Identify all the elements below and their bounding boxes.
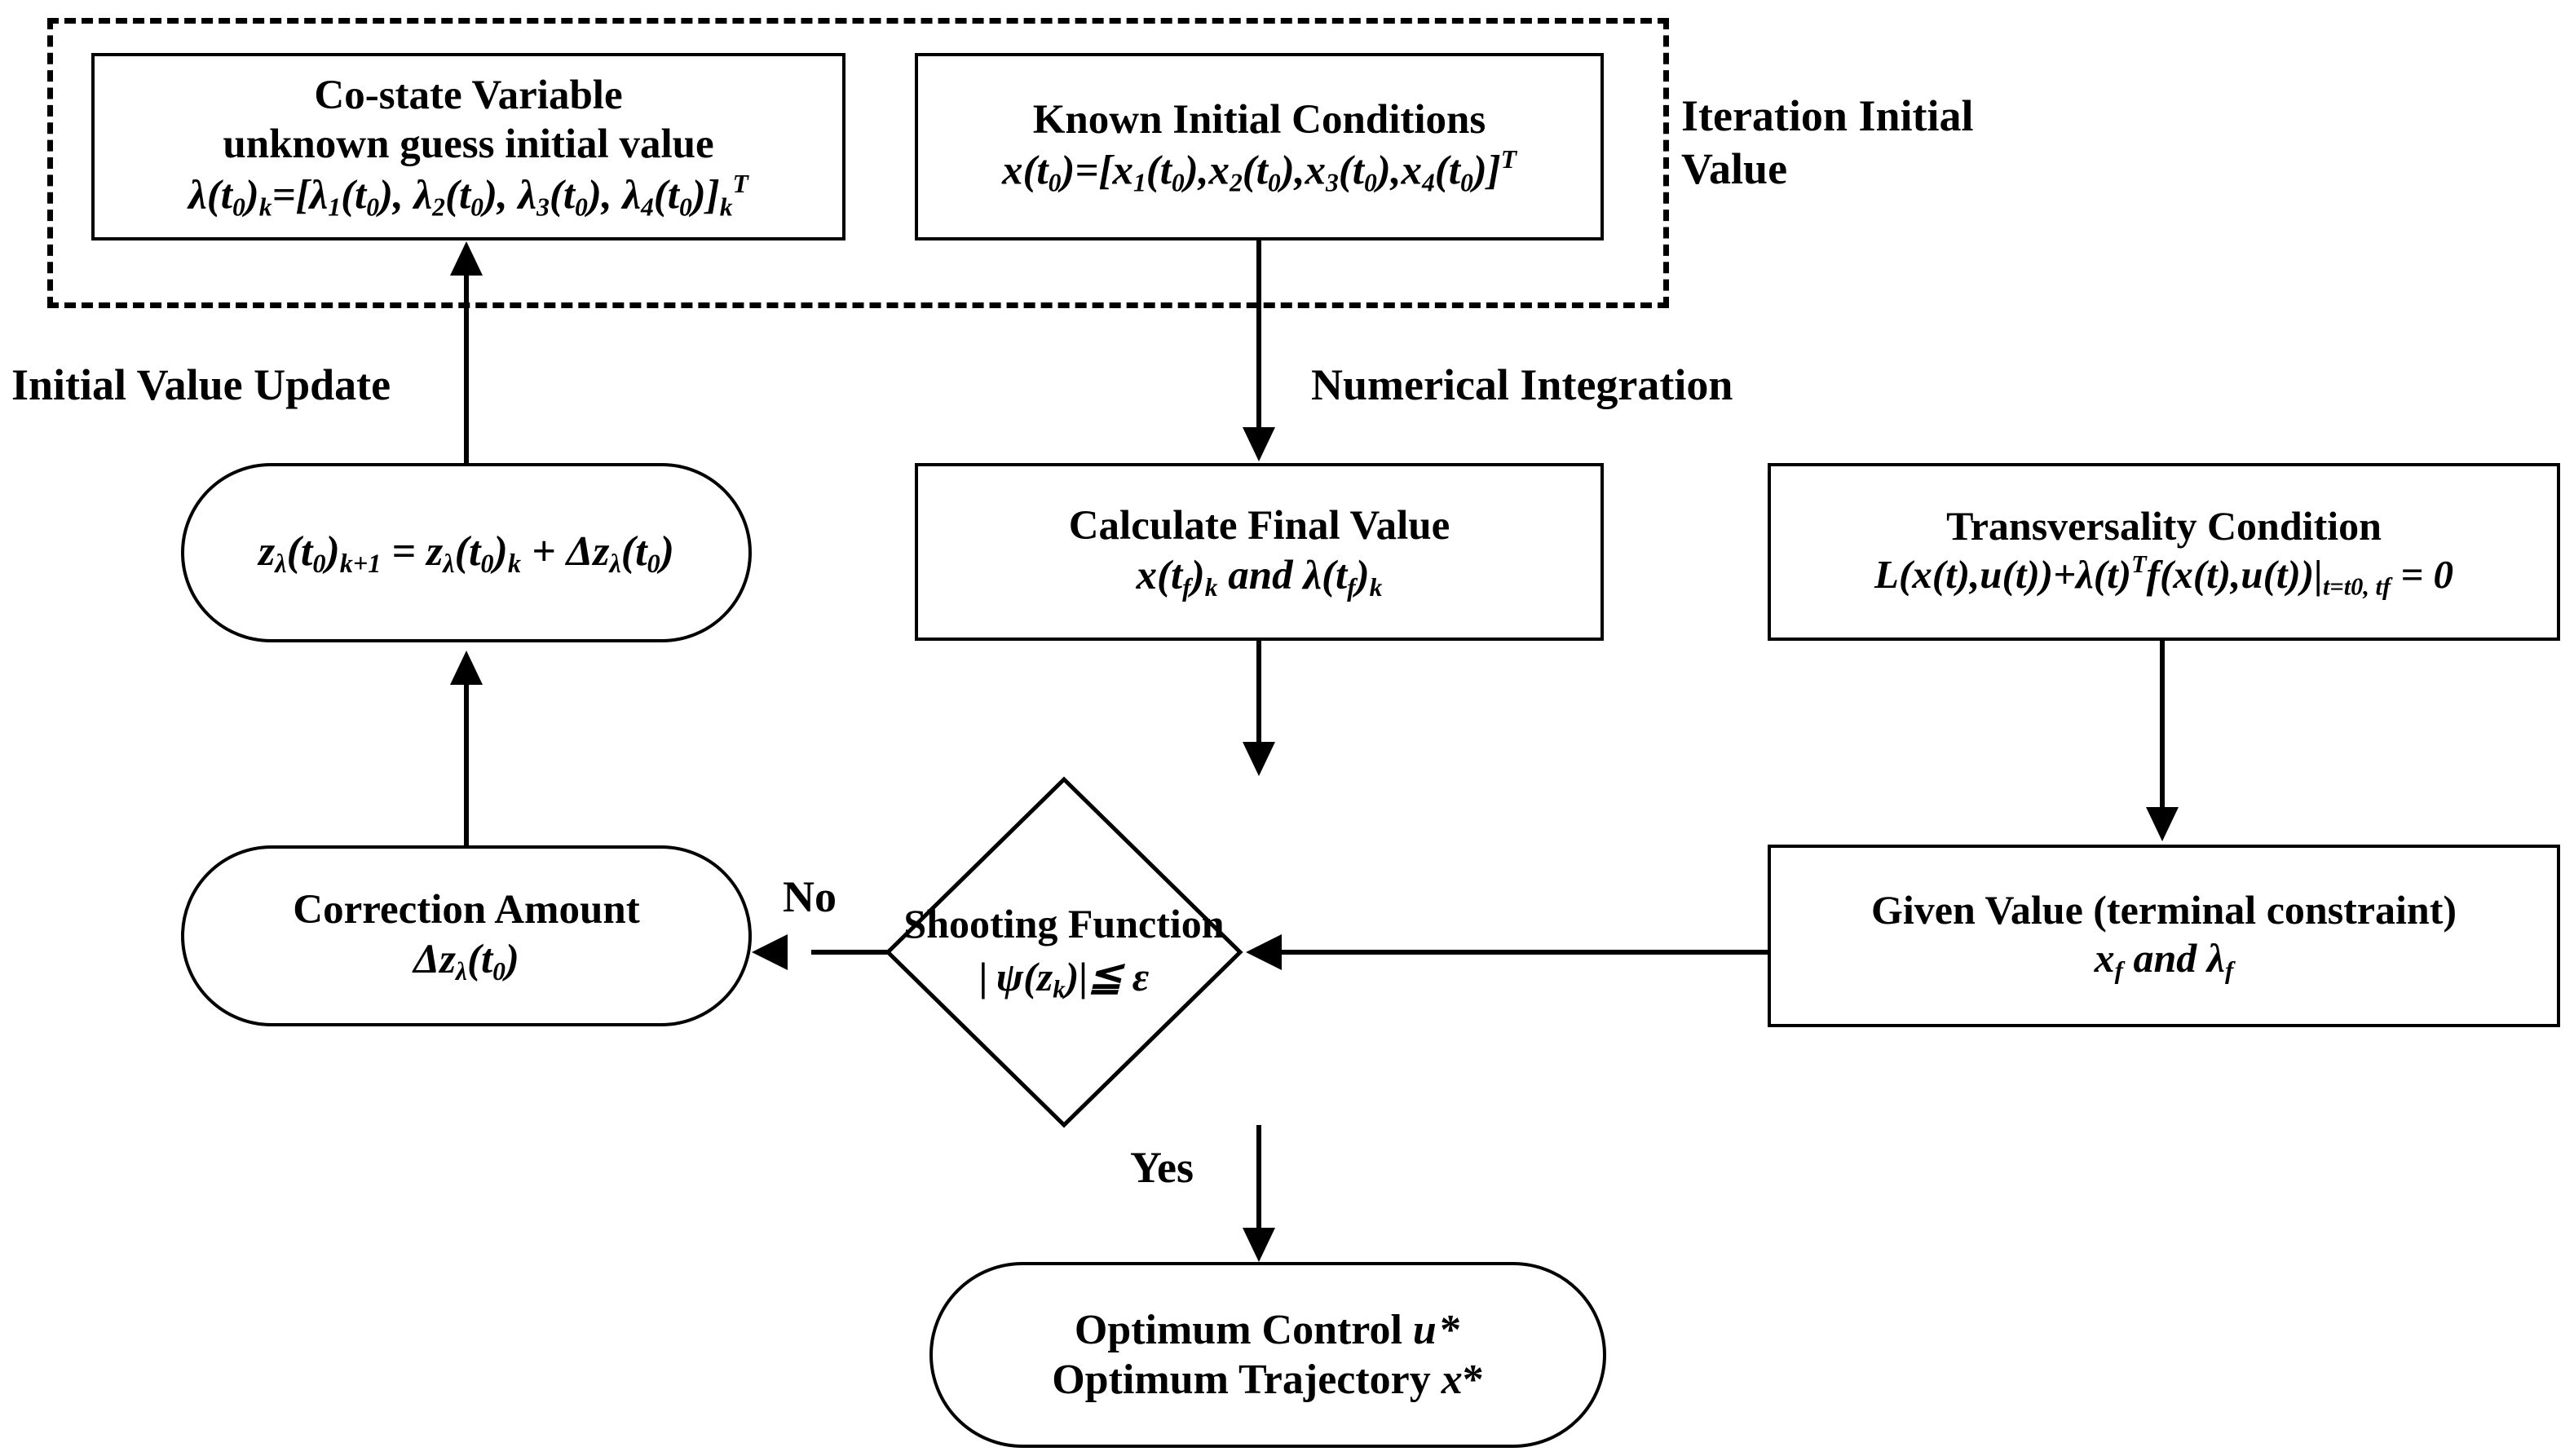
connector-shooting-to-correction [811,950,890,955]
node-costate-variable[interactable]: Co-state Variable unknown guess initial … [91,53,845,240]
group-label-line1: Iteration Initial [1681,91,1974,140]
connector-correction-to-update [464,685,469,846]
node-shooting-function[interactable]: Shooting Function | ψ(zk)|≦ ε [885,776,1243,1128]
edge-label-numerical-integration: Numerical Integration [1311,360,1733,409]
arrowhead-known-to-calculate [1243,427,1275,461]
edge-label-no: No [783,872,837,921]
node-known-initial-conditions[interactable]: Known Initial Conditions x(t0)=[x1(t0),x… [915,53,1604,240]
arrowhead-calculate-to-shooting [1243,742,1275,776]
shooting-line1: Shooting Function [903,900,1225,946]
group-label-line2: Value [1681,143,1788,193]
iteration-initial-value-group [47,18,1669,308]
correction-line1: Correction Amount [293,887,640,933]
calculate-final-line1: Calculate Final Value [1068,503,1450,549]
connector-calculate-to-shooting [1256,641,1261,745]
diamond-shape [885,776,1243,1128]
node-initial-value-update[interactable]: zλ(t0)k+1 = zλ(t0)k + Δzλ(t0) [181,463,752,642]
given-value-line1: Given Value (terminal constraint) [1870,886,2457,933]
connector-known-to-calculate [1256,240,1261,429]
arrowhead-shooting-to-correction [752,934,788,970]
arrowhead-shooting-to-optimum [1243,1228,1275,1262]
shooting-formula: | ψ(zk)|≦ ε [978,953,1150,1004]
connector-update-to-costate [464,276,469,465]
optimum-line1: Optimum Control u * [1074,1306,1462,1353]
known-initial-line1: Known Initial Conditions [1032,97,1486,143]
edge-label-initial-value-update: Initial Value Update [11,360,391,409]
node-calculate-final-value[interactable]: Calculate Final Value x(tf)k and λ(tf)k [915,463,1604,641]
calculate-final-formula: x(tf)k and λ(tf)k [1136,552,1383,602]
node-transversality-condition[interactable]: Transversality Condition L(x(t),u(t))+λ(… [1768,463,2560,641]
transversality-formula: L(x(t),u(t))+λ(t)Tf(x(t),u(t))|t=t0, tf … [1874,549,2454,601]
update-formula: zλ(t0)k+1 = zλ(t0)k + Δzλ(t0) [258,527,674,578]
node-correction-amount[interactable]: Correction Amount Δzλ(t0) [181,845,752,1026]
node-optimum-result[interactable]: Optimum Control u * Optimum Trajectory x… [929,1262,1606,1448]
node-given-value[interactable]: Given Value (terminal constraint) xf and… [1768,845,2560,1027]
costate-line2: unknown guess initial value [223,121,714,168]
costate-formula: λ(t0)k=[λ1(t0), λ2(t0), λ3(t0), λ4(t0)]k… [188,170,748,222]
costate-line1: Co-state Variable [314,72,623,118]
arrowhead-transversality-to-given [2146,807,2179,841]
group-label-iteration-initial-value: Iteration Initial Value [1681,90,1974,196]
known-initial-formula: x(t0)=[x1(t0),x2(t0),x3(t0),x4(t0)]T [1001,145,1517,197]
arrowhead-given-to-shooting [1246,934,1282,970]
optimum-line2: Optimum Trajectory x* [1052,1357,1484,1403]
arrowhead-correction-to-update [450,651,483,685]
connector-transversality-to-given [2160,641,2165,810]
edge-label-yes: Yes [1130,1143,1194,1192]
transversality-line1: Transversality Condition [1946,502,2382,549]
connector-given-to-shooting [1282,950,1769,955]
given-value-formula: xf and λf [2094,934,2234,985]
correction-formula: Δzλ(t0) [413,936,519,986]
arrowhead-update-to-costate [450,241,483,276]
connector-shooting-to-optimum [1256,1125,1261,1231]
diamond-label: Shooting Function | ψ(zk)|≦ ε [885,776,1243,1128]
